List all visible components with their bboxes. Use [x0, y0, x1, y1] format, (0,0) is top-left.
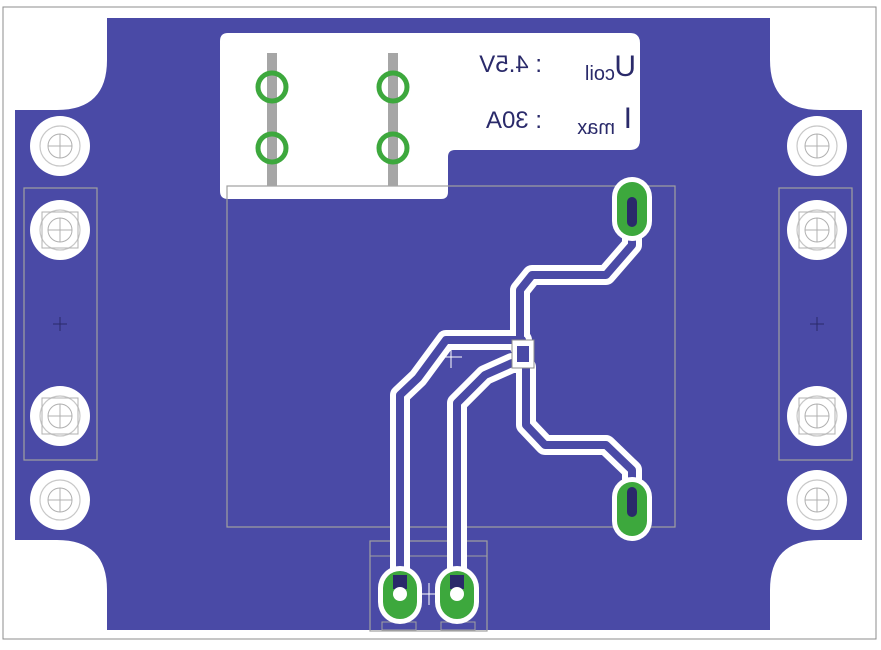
imax-symbol: I	[624, 102, 632, 135]
imax-value: : 30A	[486, 107, 542, 134]
silk-bar	[388, 53, 398, 186]
right-connector-outline	[778, 187, 853, 461]
crosshair-icon	[53, 317, 67, 331]
crosshair-icon	[810, 317, 824, 331]
label-area	[220, 33, 640, 199]
silk-bar	[267, 53, 277, 186]
mounting-hole-icon	[29, 115, 91, 177]
pad-icon	[378, 566, 422, 624]
pad-icon	[612, 477, 652, 541]
ucoil-value: : 4.5V	[479, 51, 542, 78]
mounting-hole-icon	[29, 469, 91, 531]
pad-icon	[255, 70, 410, 165]
mounting-hole-icon	[786, 115, 848, 177]
pad-icon	[612, 177, 652, 241]
mounting-hole-icon	[786, 199, 848, 261]
mounting-hole-icon	[29, 199, 91, 261]
bottom-connector-outline	[369, 540, 488, 632]
ucoil-subscript: coil	[585, 63, 615, 85]
coil-rating-label: U coil : 4.5V I max : 30A	[479, 50, 636, 139]
mounting-hole-icon	[786, 469, 848, 531]
mounting-hole-icon	[786, 385, 848, 447]
imax-subscript: max	[577, 117, 615, 139]
pad-icon	[435, 566, 479, 624]
ucoil-symbol: U	[614, 50, 636, 83]
mounting-hole-icon	[29, 385, 91, 447]
left-connector-outline	[23, 187, 98, 461]
